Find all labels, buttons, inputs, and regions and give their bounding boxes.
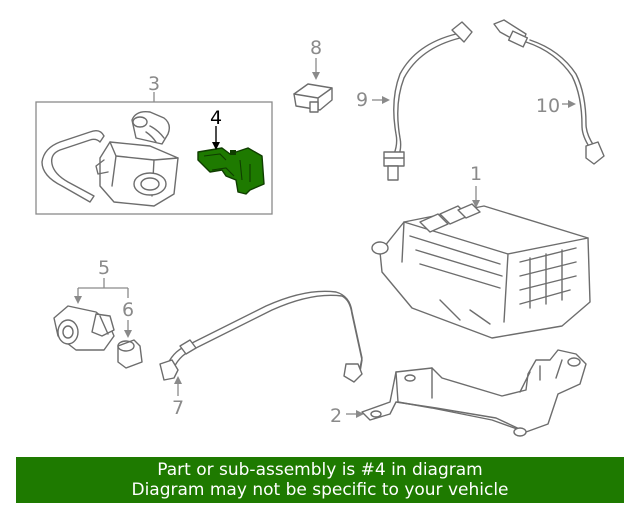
callout-7[interactable]: 7	[172, 397, 184, 419]
sensor-10[interactable]	[493, 19, 605, 165]
banner-line-2: Diagram may not be specific to your vehi…	[131, 480, 509, 500]
pressure-sensor-5[interactable]	[53, 305, 115, 351]
sensor-9[interactable]	[383, 21, 473, 181]
callout-1[interactable]: 1	[470, 163, 482, 185]
callout-4[interactable]: 4	[210, 107, 222, 129]
seal-6[interactable]	[117, 339, 143, 369]
clip-8[interactable]	[293, 83, 333, 113]
callout-9[interactable]: 9	[356, 89, 368, 111]
evap-canister[interactable]	[371, 203, 591, 339]
callout-8[interactable]: 8	[310, 37, 322, 59]
canister-bracket-2[interactable]	[361, 349, 587, 437]
notice-banner: Part or sub-assembly is #4 in diagram Di…	[16, 457, 624, 503]
banner-line-1: Part or sub-assembly is #4 in diagram	[157, 460, 483, 480]
callout-10[interactable]: 10	[536, 95, 560, 117]
callout-3[interactable]: 3	[148, 73, 160, 95]
callout-6[interactable]: 6	[122, 299, 134, 321]
purge-valve-assembly[interactable]	[41, 110, 179, 207]
vapor-hose-7[interactable]	[159, 290, 363, 383]
callout-2[interactable]: 2	[330, 405, 342, 427]
purge-valve-bracket[interactable]	[197, 147, 265, 195]
callout-5[interactable]: 5	[98, 257, 110, 279]
